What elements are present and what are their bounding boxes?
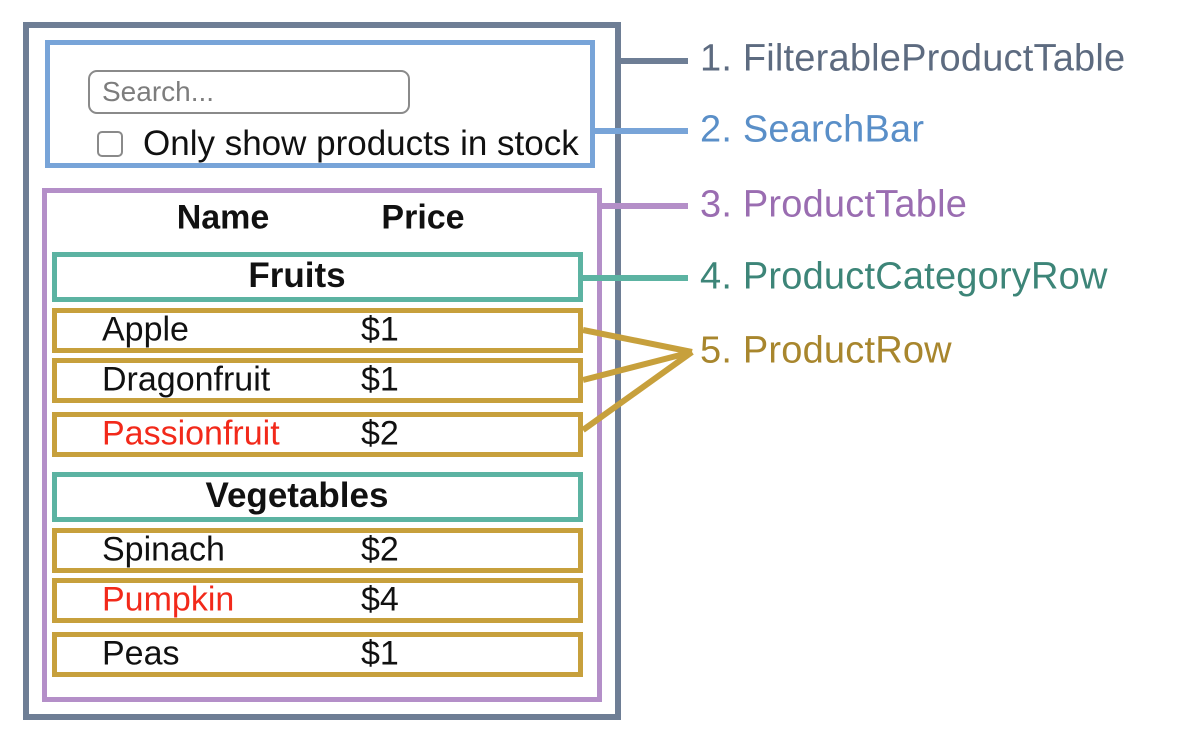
product-row: Apple $1 xyxy=(52,308,583,353)
legend-label-3: 3. ProductTable xyxy=(700,183,968,226)
stock-checkbox-label: Only show products in stock xyxy=(143,124,579,164)
product-name: Dragonfruit xyxy=(102,360,271,399)
product-price: $1 xyxy=(361,310,399,349)
legend-label-1: 1. FilterableProductTable xyxy=(700,37,1126,80)
product-price: $1 xyxy=(361,360,399,399)
product-name: Pumpkin xyxy=(102,580,235,619)
stock-checkbox[interactable] xyxy=(97,131,123,157)
product-price: $2 xyxy=(361,414,399,453)
search-input[interactable] xyxy=(88,70,410,114)
product-price: $2 xyxy=(361,530,399,569)
product-row: Dragonfruit $1 xyxy=(52,358,583,403)
legend-connector-line-1 xyxy=(621,58,688,64)
product-category-row: Vegetables xyxy=(52,472,583,522)
product-name: Spinach xyxy=(102,530,225,569)
column-header-price: Price xyxy=(381,198,465,237)
category-label: Fruits xyxy=(248,256,346,296)
legend-connector-line-4 xyxy=(583,275,688,281)
product-row: Pumpkin $4 xyxy=(52,578,583,623)
column-header-name: Name xyxy=(176,198,270,237)
product-name: Apple xyxy=(102,310,189,349)
product-row: Peas $1 xyxy=(52,632,583,677)
legend-connector-line-2 xyxy=(595,128,688,134)
product-row: Spinach $2 xyxy=(52,528,583,573)
legend-label-2: 2. SearchBar xyxy=(700,108,925,151)
product-price: $1 xyxy=(361,634,399,673)
product-price: $4 xyxy=(361,580,399,619)
product-category-row: Fruits xyxy=(52,252,583,302)
legend-label-5: 5. ProductRow xyxy=(700,329,952,372)
category-label: Vegetables xyxy=(205,476,389,516)
legend-connector-line-3 xyxy=(602,203,688,209)
legend-label-4: 4. ProductCategoryRow xyxy=(700,255,1108,298)
product-name: Passionfruit xyxy=(102,414,280,453)
product-row: Passionfruit $2 xyxy=(52,412,583,457)
product-name: Peas xyxy=(102,634,180,673)
